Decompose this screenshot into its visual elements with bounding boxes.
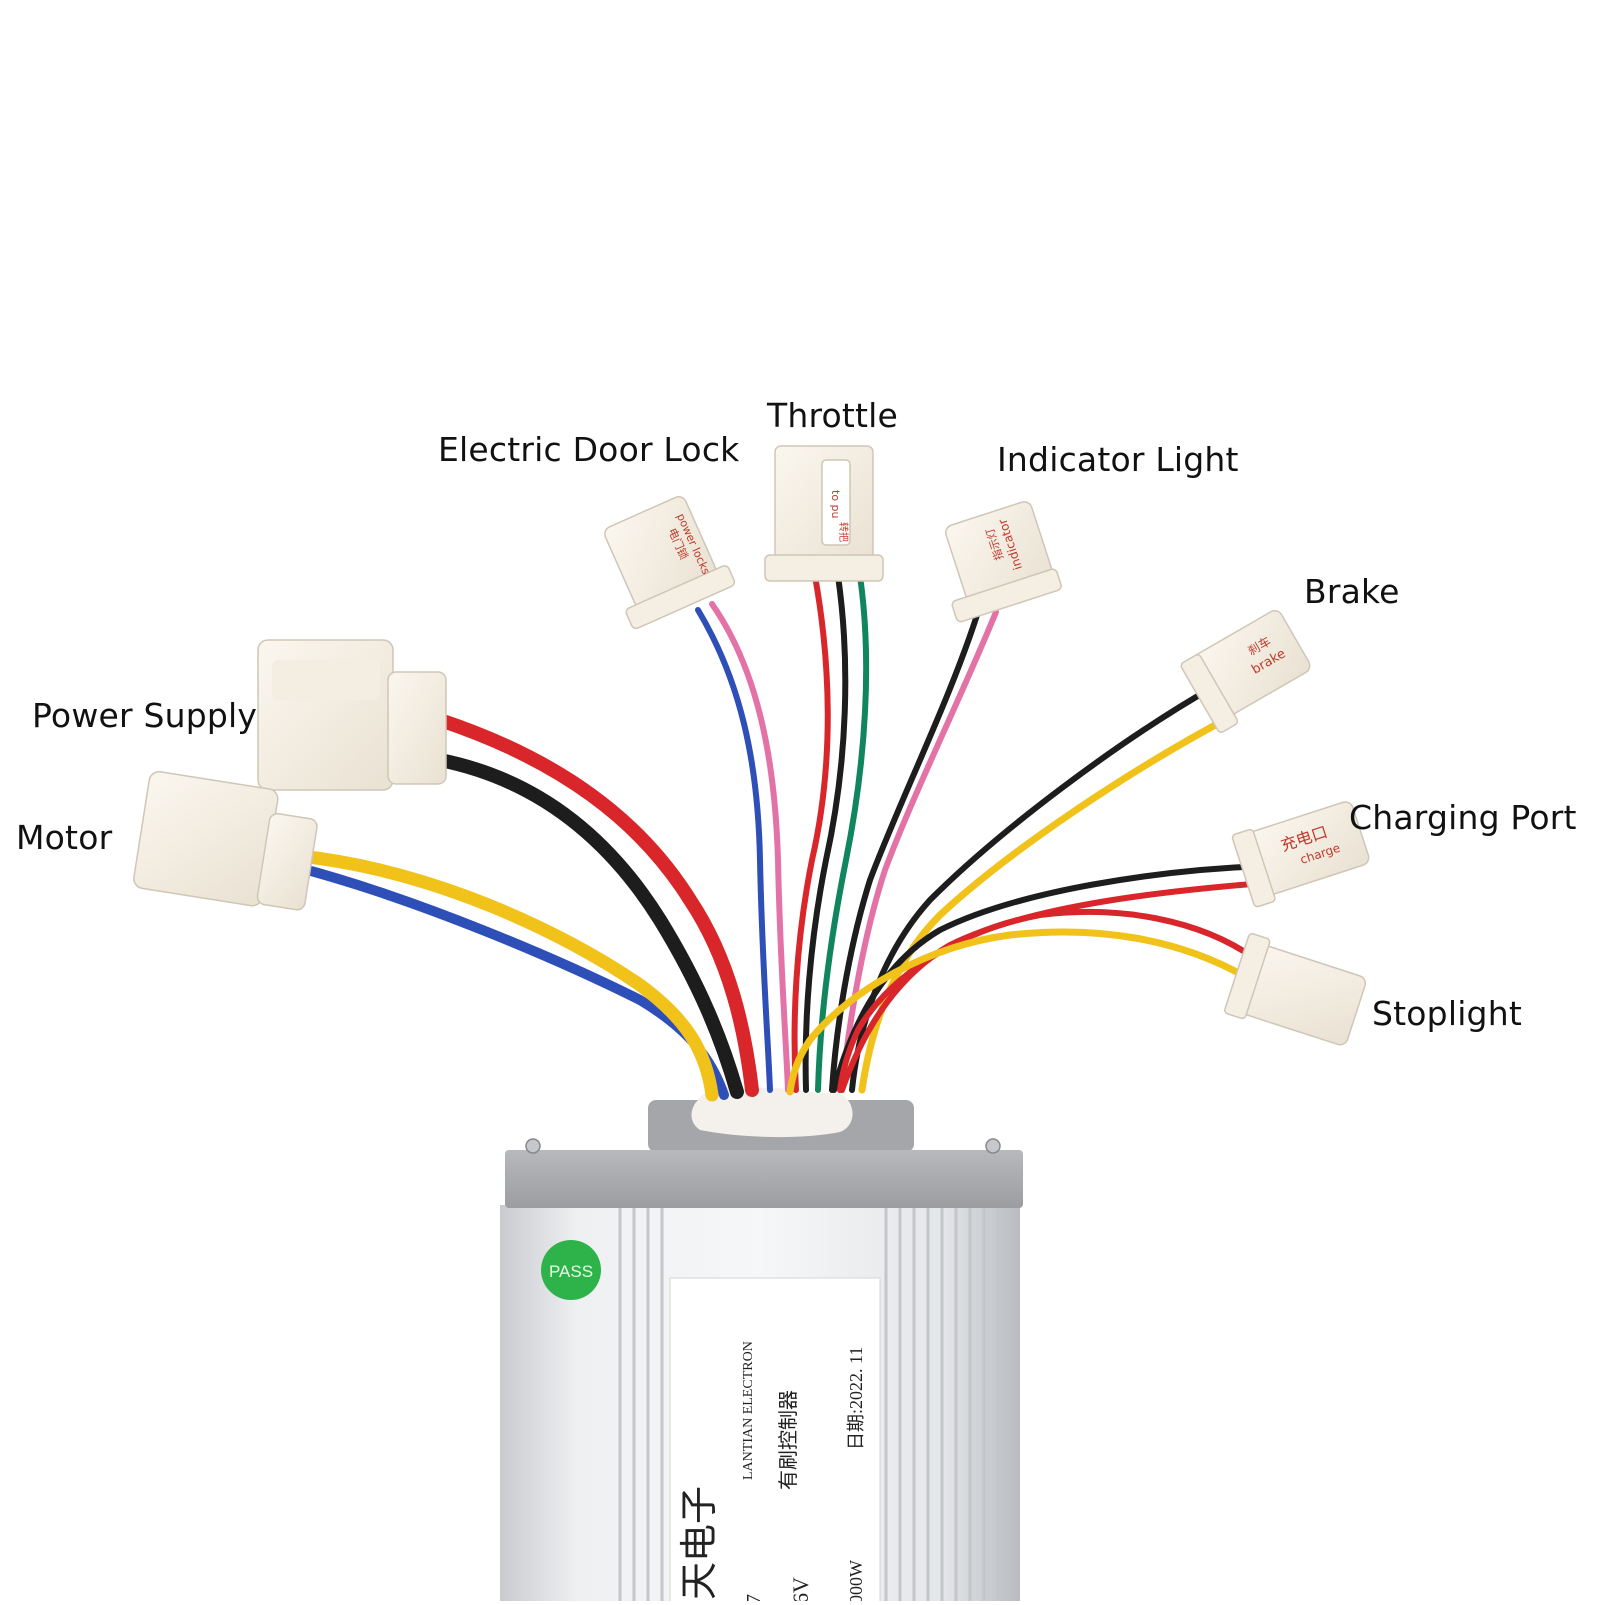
callout-stoplight: Stoplight [1372,994,1522,1033]
screw-right [985,1138,1001,1154]
label-brand-en: LANTIAN ELECTRON [741,1341,756,1480]
wire-throttle-red [791,573,831,1093]
callout-charging-port: Charging Port [1349,798,1577,837]
throttle-tag-en: to pu [829,490,842,519]
throttle-connector: 转把 to pu [764,445,884,582]
wire-stop-red [837,908,1257,1093]
callout-motor: Motor [16,818,113,857]
potting-compound [691,1087,853,1138]
wire-indicator-black [829,609,981,1093]
stoplight-connector [1224,933,1367,1046]
controller-endcap [505,1150,1023,1208]
wire-indicator-pink [839,609,999,1093]
housing-fins [618,1208,1000,1601]
connectors: 电门锁 power locks 转把 to pu 指示灯 indicator 刹… [133,445,1370,1046]
label-brand-cn: 天电子 [679,1486,721,1600]
controller-body: PASS 天电子 LANTIAN ELECTRON 有刷控制器 日期:2022.… [500,1087,1023,1605]
indicator-connector: 指示灯 indicator [945,501,1062,623]
callout-electric-door-lock: Electric Door Lock [438,430,740,469]
label-voltage: 6V [788,1577,813,1601]
wire-motor-blue [295,863,729,1100]
wire-throttle-green [815,573,870,1093]
brake-connector: 刹车 brake [1180,610,1311,733]
motor-connector [133,770,318,911]
callout-power-supply: Power Supply [32,696,258,735]
power-supply-connector [257,639,447,791]
pass-sticker [541,1240,601,1300]
label-power: 000W [846,1560,866,1601]
wire-stop-yellow [786,928,1248,1096]
wire-bundle [293,573,1281,1102]
charging-connector: 充电口 charge [1231,801,1370,908]
door-lock-connector: 电门锁 power locks [604,496,736,630]
label-model-no: 7 [743,1594,765,1601]
label-model-cn: 有刷控制器 [777,1390,800,1490]
wire-motor-yellow [293,849,719,1102]
callout-indicator-light: Indicator Light [997,440,1239,479]
spec-label [669,1277,881,1605]
label-date: 日期:2022. 11 [846,1347,866,1450]
wire-doorlock-pink [709,601,791,1093]
callout-throttle: Throttle [767,396,899,435]
throttle-tag-cn: 转把 [837,522,850,542]
callout-brake: Brake [1304,572,1400,611]
screw-left [525,1138,541,1154]
wire-power-red [433,713,759,1097]
wire-brake-yellow [858,712,1236,1094]
wire-doorlock-blue [695,607,773,1093]
pass-text: PASS [549,1262,593,1281]
wire-brake-black [849,683,1218,1093]
wire-power-black [433,753,744,1099]
wire-throttle-black [802,573,849,1093]
